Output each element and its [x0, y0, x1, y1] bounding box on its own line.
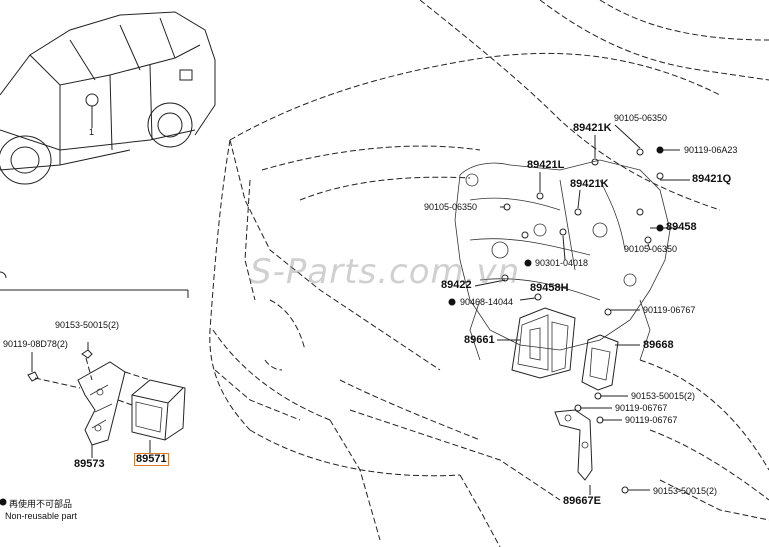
vehicle-front	[209, 0, 769, 547]
label-89421L: 89421L	[527, 159, 565, 171]
label-89661: 89661	[464, 334, 495, 346]
ecu-89571	[117, 371, 186, 453]
vehicle-illustration	[0, 11, 216, 185]
label-90153-50015-left: 90153-50015(2)	[55, 320, 120, 330]
label-90119-06A23: 90119-06A23	[684, 145, 738, 155]
bolt-left	[27, 342, 93, 382]
ecu-89661	[511, 307, 576, 379]
label-89458: 89458	[666, 221, 697, 233]
label-90301-04018: 90301-04018	[535, 258, 589, 268]
label-89668: 89668	[643, 339, 674, 351]
label-90153-50015-right: 90153-50015(2)	[631, 391, 696, 401]
label-90105-06350-left: 90105-06350	[424, 202, 478, 212]
label-89422: 89422	[441, 279, 472, 291]
legend-non-reusable-jp: 再使用不可部品	[9, 499, 73, 509]
label-89421K-mid: 89421K	[570, 178, 609, 190]
label-90119-06767-b: 90119-06767	[615, 403, 668, 413]
label-89421K-top: 89421K	[573, 122, 612, 134]
part-89668	[581, 334, 619, 391]
label-90153-50015-bottom: 90153-50015(2)	[653, 486, 718, 496]
label-89458H: 89458H	[530, 282, 569, 294]
label-89667E: 89667E	[563, 495, 601, 507]
leader-lines	[474, 124, 690, 491]
legend-non-reusable-en: Non-reusable part	[5, 511, 78, 521]
label-89573: 89573	[74, 458, 105, 470]
label-90105-06350-right: 90105-06350	[624, 244, 678, 254]
bracket-89573	[34, 357, 126, 458]
label-89421Q: 89421Q	[692, 173, 732, 185]
inset-frame	[0, 271, 189, 298]
watermark-text: S-Parts.com.vn	[250, 252, 521, 292]
label-90119-06767-c: 90119-06767	[625, 415, 678, 425]
label-90119-06767-a: 90119-06767	[643, 305, 696, 315]
bracket-89667E	[554, 409, 593, 495]
label-90105-06350-top: 90105-06350	[614, 113, 668, 123]
label-90468-14044: 90468-14044	[460, 297, 514, 307]
ecu-location-marker	[85, 93, 99, 107]
engine-block	[454, 159, 671, 361]
fasteners	[501, 148, 664, 494]
label-90119-08D78: 90119-08D78(2)	[3, 339, 68, 349]
non-reusable-symbols	[0, 146, 664, 506]
callout-view-marker: 1	[89, 127, 95, 137]
label-89571: 89571	[134, 453, 169, 466]
